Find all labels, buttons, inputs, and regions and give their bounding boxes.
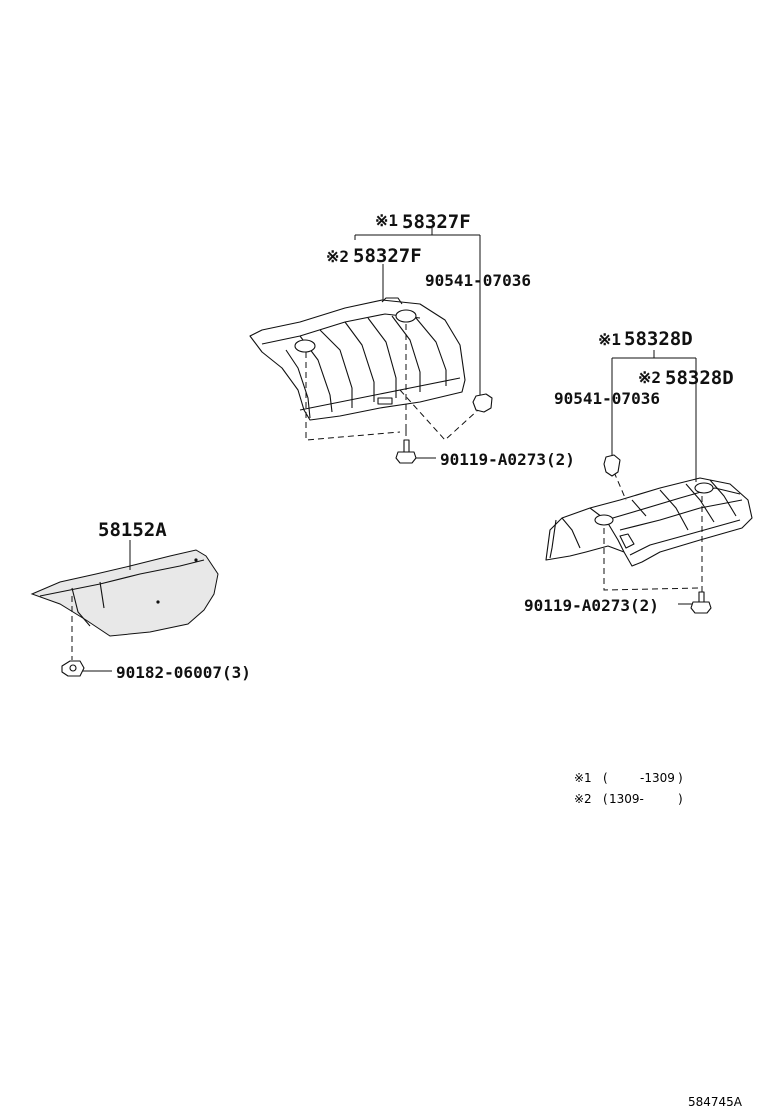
figure-id: 584745A [688, 1095, 743, 1109]
nut-90182-left[interactable] [61, 660, 85, 677]
svg-text:): ) [678, 792, 683, 806]
leader-lines-right [603, 350, 703, 605]
svg-text:58327F: 58327F [402, 211, 471, 233]
callout-58327f-v1[interactable]: ※1 58327F [375, 211, 471, 233]
heat-insulator-58327f[interactable] [249, 297, 466, 421]
callout-90182-06007[interactable]: 90182-06007(3) [116, 663, 251, 682]
leader-lines-upper [305, 228, 481, 459]
svg-text:58327F: 58327F [353, 245, 422, 267]
callout-90119-a0273-upper[interactable]: 90119-A0273(2) [440, 450, 575, 469]
svg-text:58328D: 58328D [665, 367, 734, 389]
svg-text:※1: ※1 [375, 211, 398, 230]
bolt-90119-right[interactable] [690, 591, 712, 614]
callout-58327f-v2[interactable]: ※2 58327F [326, 245, 422, 267]
bolt-90119-upper[interactable] [395, 439, 417, 464]
svg-text:1309-: 1309- [609, 792, 644, 806]
heat-insulator-58328d[interactable] [545, 477, 753, 567]
heat-insulator-58152a[interactable] [30, 549, 219, 637]
leader-lines-left [71, 540, 131, 672]
callout-90541-07036-upper[interactable]: 90541-07036 [425, 271, 531, 290]
callout-58152a[interactable]: 58152A [98, 519, 167, 541]
svg-text:(: ( [603, 771, 608, 785]
svg-text:-1309: -1309 [640, 771, 675, 785]
svg-text:※1: ※1 [574, 771, 592, 785]
svg-text:※1: ※1 [598, 330, 621, 349]
svg-text:※2: ※2 [574, 792, 592, 806]
callout-58328d-v1[interactable]: ※1 58328D [598, 328, 693, 350]
clip-90541-right[interactable] [603, 454, 621, 477]
clip-90541-upper[interactable] [472, 393, 493, 413]
svg-text:58328D: 58328D [624, 328, 693, 350]
callout-58328d-v2[interactable]: ※2 58328D [638, 367, 734, 389]
legend-v2: ※2 ( 1309- ) [574, 792, 683, 806]
svg-text:※2: ※2 [326, 247, 349, 266]
callout-90119-a0273-right[interactable]: 90119-A0273(2) [524, 596, 659, 615]
callout-90541-07036-right[interactable]: 90541-07036 [554, 389, 660, 408]
svg-text:): ) [678, 771, 683, 785]
legend-v1: ※1 ( -1309 ) [574, 771, 683, 785]
svg-text:(: ( [603, 792, 608, 806]
svg-text:※2: ※2 [638, 368, 661, 387]
